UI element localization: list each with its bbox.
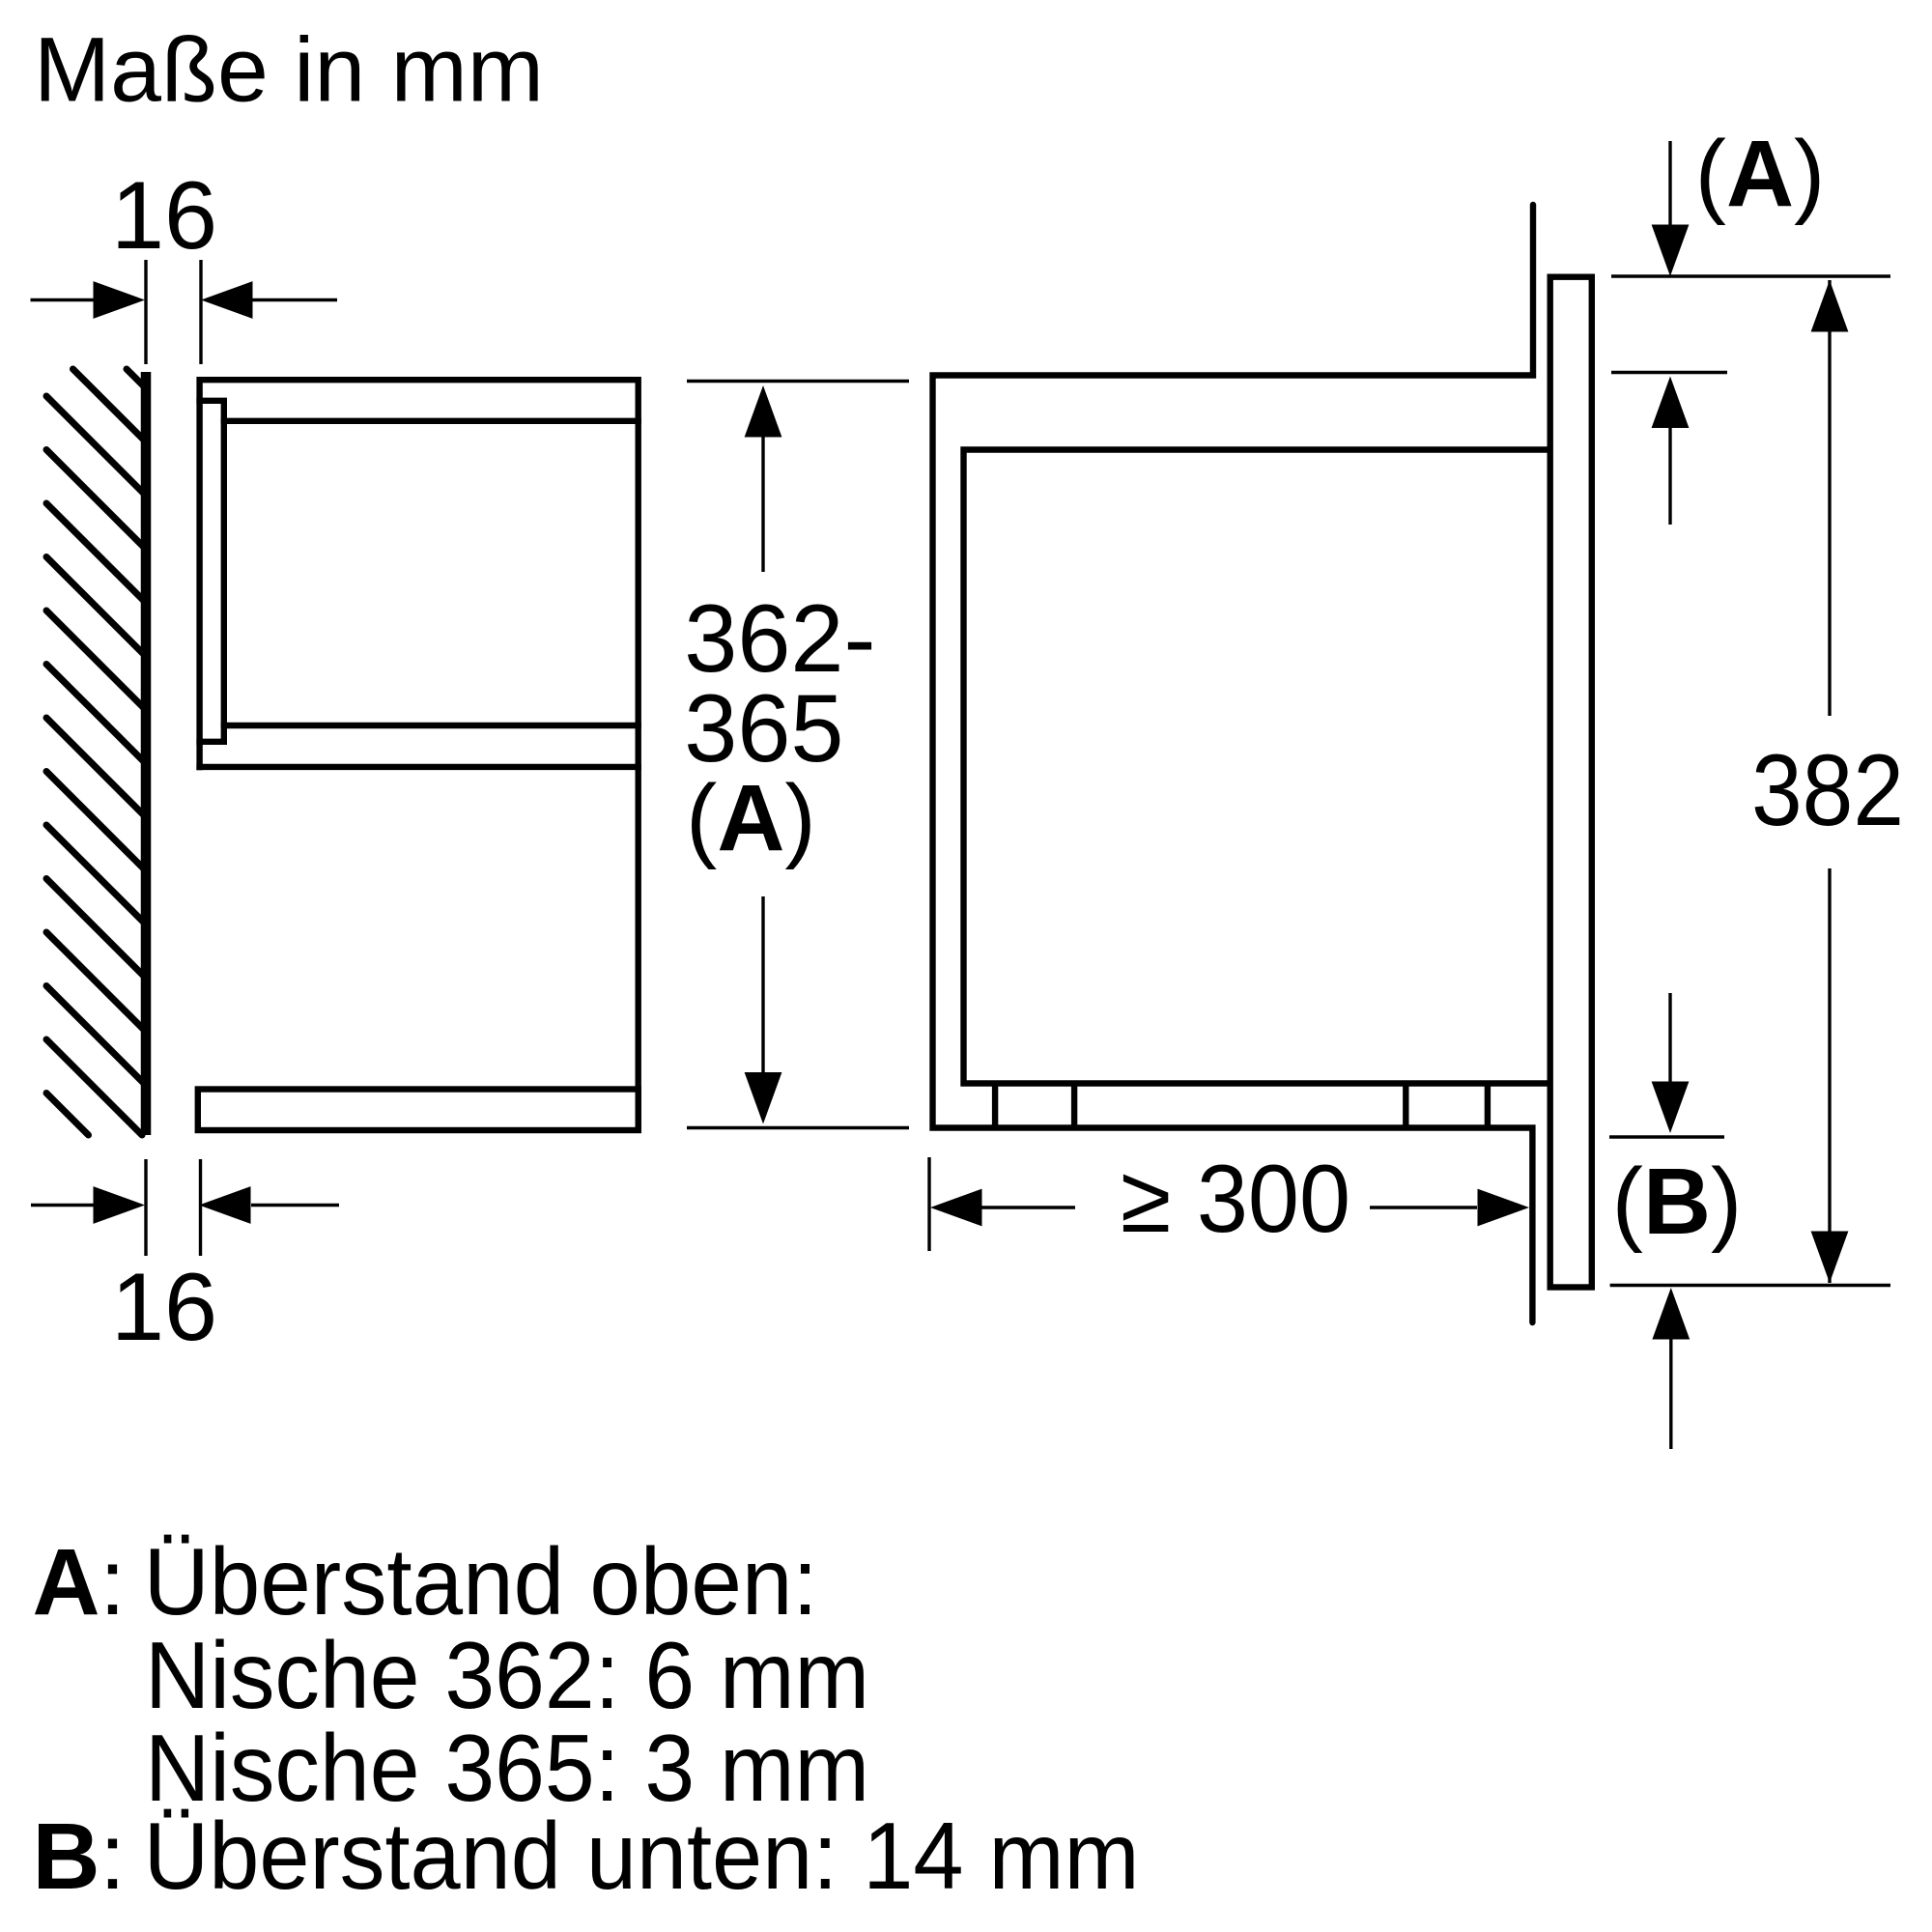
svg-text:B: B	[33, 1804, 100, 1909]
svg-text:Überstand oben:: Überstand oben:	[144, 1528, 818, 1634]
svg-text:Nische 362: 6 mm: Nische 362: 6 mm	[145, 1622, 869, 1728]
svg-text:Maße in mm: Maße in mm	[34, 19, 544, 122]
svg-text:(A): (A)	[1695, 121, 1826, 226]
svg-text:Nische 365: 3 mm: Nische 365: 3 mm	[145, 1715, 869, 1821]
svg-text:16: 16	[111, 1253, 217, 1360]
svg-text:365: 365	[684, 674, 843, 781]
svg-text:(B): (B)	[1612, 1149, 1743, 1254]
svg-text::: :	[99, 1804, 126, 1909]
svg-text:A: A	[33, 1529, 100, 1634]
svg-text:≥ 300: ≥ 300	[1121, 1145, 1350, 1252]
svg-text:Überstand unten: 14 mm: Überstand unten: 14 mm	[144, 1803, 1140, 1909]
svg-text:16: 16	[111, 161, 217, 269]
svg-text::: :	[99, 1529, 126, 1634]
svg-text:362-: 362-	[684, 584, 875, 692]
svg-text:(A): (A)	[686, 765, 816, 870]
svg-text:382: 382	[1751, 734, 1904, 847]
